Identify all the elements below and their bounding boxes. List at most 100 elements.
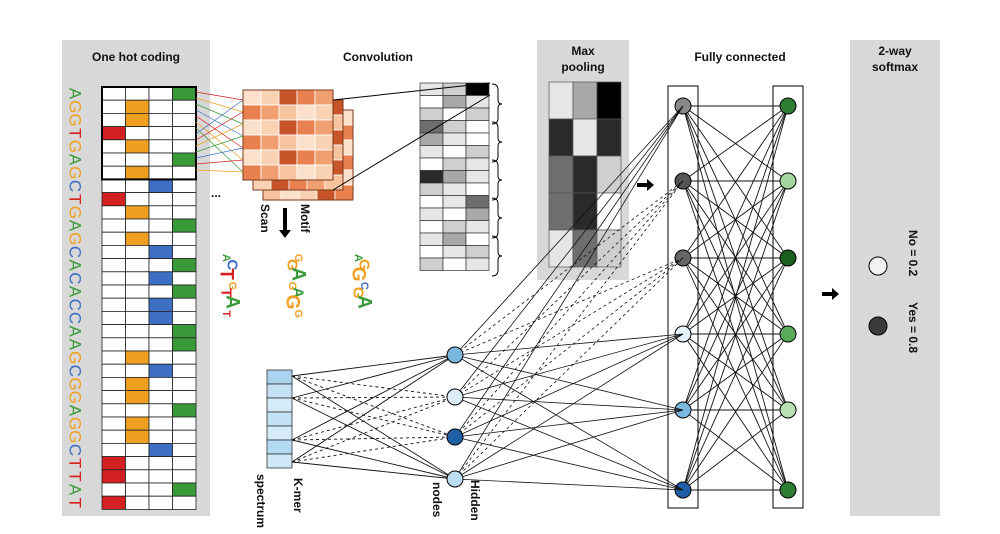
feature-map-cell	[442, 132, 467, 146]
one-hot-cell	[125, 165, 150, 180]
fc-left-box	[667, 85, 699, 509]
one-hot-cell	[172, 192, 197, 207]
kmer-edge	[291, 354, 456, 441]
motif-logo-letter: G	[292, 310, 304, 319]
one-hot-cell	[172, 152, 197, 167]
fc-edge	[682, 333, 789, 491]
feature-map-cell	[465, 132, 490, 146]
one-hot-cell	[125, 139, 150, 154]
feature-map-cell	[419, 170, 444, 184]
one-hot-cell	[172, 350, 197, 365]
one-hot-cell	[101, 165, 126, 180]
projection-line	[332, 94, 491, 191]
sequence-letter: G	[66, 100, 85, 113]
filter-cell	[296, 104, 316, 121]
feature-map-cell	[442, 257, 467, 271]
hidden-edge	[454, 257, 684, 438]
one-hot-cell	[101, 324, 126, 339]
one-hot-cell	[101, 231, 126, 246]
fc-edge	[682, 180, 789, 411]
one-hot-cell	[148, 337, 173, 352]
one-hot-cell	[125, 469, 150, 484]
one-hot-cell	[172, 429, 197, 444]
filter-cell	[296, 149, 316, 166]
one-hot-cell	[172, 231, 197, 246]
one-hot-cell	[148, 139, 173, 154]
feature-map-cell	[465, 232, 490, 246]
feature-map-cell	[465, 157, 490, 171]
one-hot-cell	[125, 297, 150, 312]
one-hot-cell	[172, 258, 197, 273]
kmer-edge	[291, 375, 456, 480]
one-hot-cell	[125, 86, 150, 101]
one-hot-cell	[148, 165, 173, 180]
feature-map-cell	[419, 195, 444, 209]
sequence-letter: C	[66, 180, 85, 192]
filter-cell	[260, 89, 280, 106]
one-hot-cell	[125, 495, 150, 510]
sequence-letter: T	[66, 194, 85, 204]
one-hot-cell	[101, 258, 126, 273]
sequence-letter: G	[66, 391, 85, 404]
pooling-brace	[491, 83, 503, 125]
max-pooling-map	[548, 81, 622, 268]
fc-output-node	[779, 481, 797, 499]
convolution-title: Convolution	[343, 50, 413, 64]
fc-edge	[682, 105, 789, 491]
feature-map-cell	[442, 157, 467, 171]
hidden-label: Hidden	[468, 480, 482, 521]
one-hot-cell	[172, 271, 197, 286]
feature-map-cell	[419, 157, 444, 171]
sequence-letter: G	[66, 377, 85, 390]
one-hot-cell	[101, 139, 126, 154]
one-hot-cell	[125, 310, 150, 325]
hidden-edge	[454, 354, 684, 411]
motif-logo-letter: A	[354, 295, 375, 309]
sequence-letter: G	[66, 140, 85, 153]
feature-map-cell	[442, 170, 467, 184]
sequence-letter: A	[66, 260, 85, 272]
filter-cell	[242, 134, 262, 151]
hidden-edge	[454, 105, 684, 438]
sequence-letter: A	[66, 220, 85, 232]
one-hot-cell	[148, 297, 173, 312]
sequence-letter: C	[66, 444, 85, 456]
one-hot-cell	[148, 152, 173, 167]
one-hot-cell	[172, 469, 197, 484]
pooling-cell	[596, 155, 622, 194]
one-hot-cell	[125, 403, 150, 418]
one-hot-cell	[101, 376, 126, 391]
one-hot-cell	[172, 363, 197, 378]
scan-line	[195, 169, 244, 173]
pooling-cell	[596, 118, 622, 157]
projection-line	[332, 82, 491, 101]
one-hot-cell	[125, 178, 150, 193]
softmax-title-2: softmax	[871, 60, 918, 74]
sequence-letter: G	[66, 166, 85, 179]
sequence-letter: G	[66, 417, 85, 430]
one-hot-cell	[148, 231, 173, 246]
one-hot-cell	[101, 363, 126, 378]
pooling-brace	[491, 121, 503, 163]
one-hot-cell	[148, 469, 173, 484]
sequence-letter: A	[66, 154, 85, 166]
feature-map-cell	[465, 207, 490, 221]
filter-cell	[278, 119, 298, 136]
hidden-node	[446, 428, 464, 446]
pooling-brace	[491, 197, 503, 239]
one-hot-cell	[101, 442, 126, 457]
fc-edge	[682, 180, 789, 491]
sequence-letter: T	[66, 458, 85, 468]
fc-output-node	[779, 325, 797, 343]
hidden-edge	[454, 478, 684, 491]
motif-logo-letter: G	[356, 259, 373, 271]
one-hot-cell	[172, 178, 197, 193]
one-hot-cell	[101, 99, 126, 114]
feature-map-cell	[419, 95, 444, 109]
yes-output-node	[868, 316, 888, 336]
one-hot-cell	[125, 416, 150, 431]
one-hot-cell	[101, 337, 126, 352]
kmer-edge	[291, 354, 456, 399]
one-hot-cell	[125, 113, 150, 128]
